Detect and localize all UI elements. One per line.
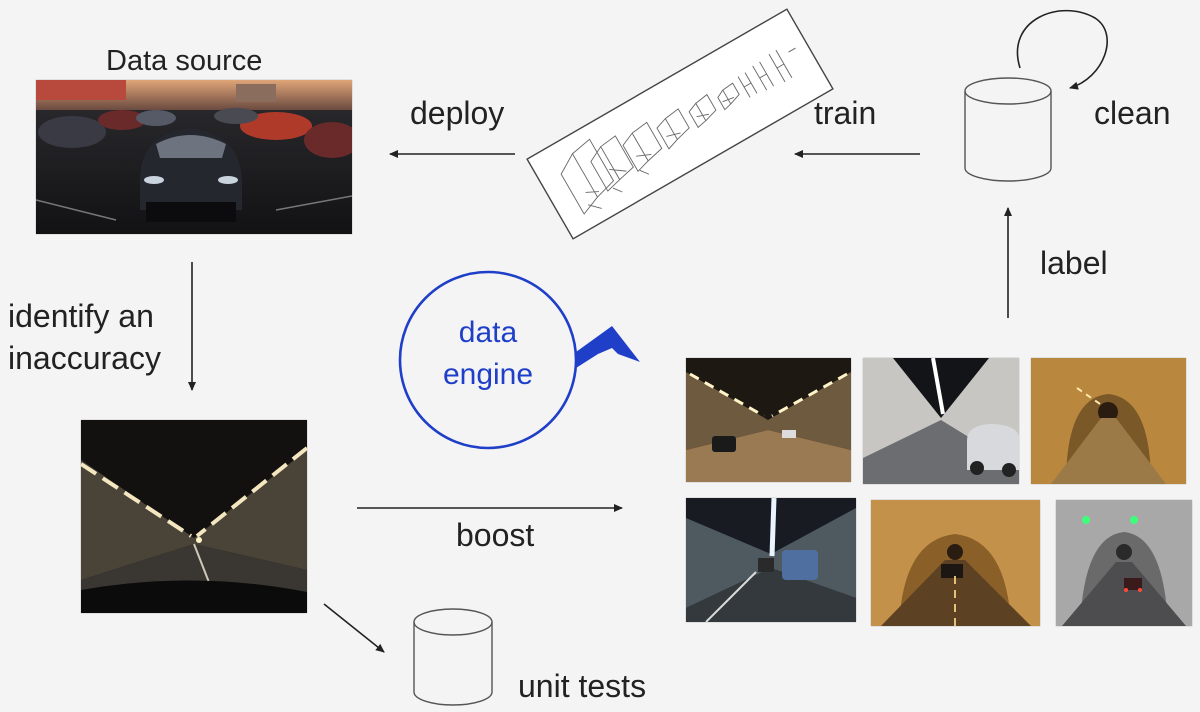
tunnel-photo-1 [686,358,851,482]
unit-tests-arrow [324,604,384,652]
identify-inaccuracy-label: identify an inaccuracy [8,295,161,379]
unit-tests-label: unit tests [518,667,646,705]
label-step-label: label [1040,244,1108,282]
engine-line-1: data [430,312,546,354]
data-engine-label: data engine [430,312,546,396]
unit-tests-database-icon [414,609,492,705]
tunnel-photo-4 [686,498,856,622]
tunnel-photo-3 [1031,358,1186,484]
identify-line-1: identify an [8,295,161,337]
identify-line-2: inaccuracy [8,337,161,379]
clean-loop-arrow [1017,11,1107,88]
train-label: train [814,94,876,132]
boost-label: boost [456,516,534,554]
tunnel-photo-6 [1056,500,1192,626]
clean-database-icon [965,78,1051,181]
data-source-label: Data source [106,44,262,79]
cycle-arrowhead-icon [576,326,640,368]
deploy-label: deploy [410,94,504,132]
tunnel-photo-2 [863,358,1019,484]
neural-network-icon [527,9,833,239]
tunnel-photo-5 [871,500,1040,626]
data-source-photo [36,80,352,234]
clean-label: clean [1094,94,1171,132]
inaccuracy-tunnel-photo [81,420,307,613]
engine-line-2: engine [430,354,546,396]
